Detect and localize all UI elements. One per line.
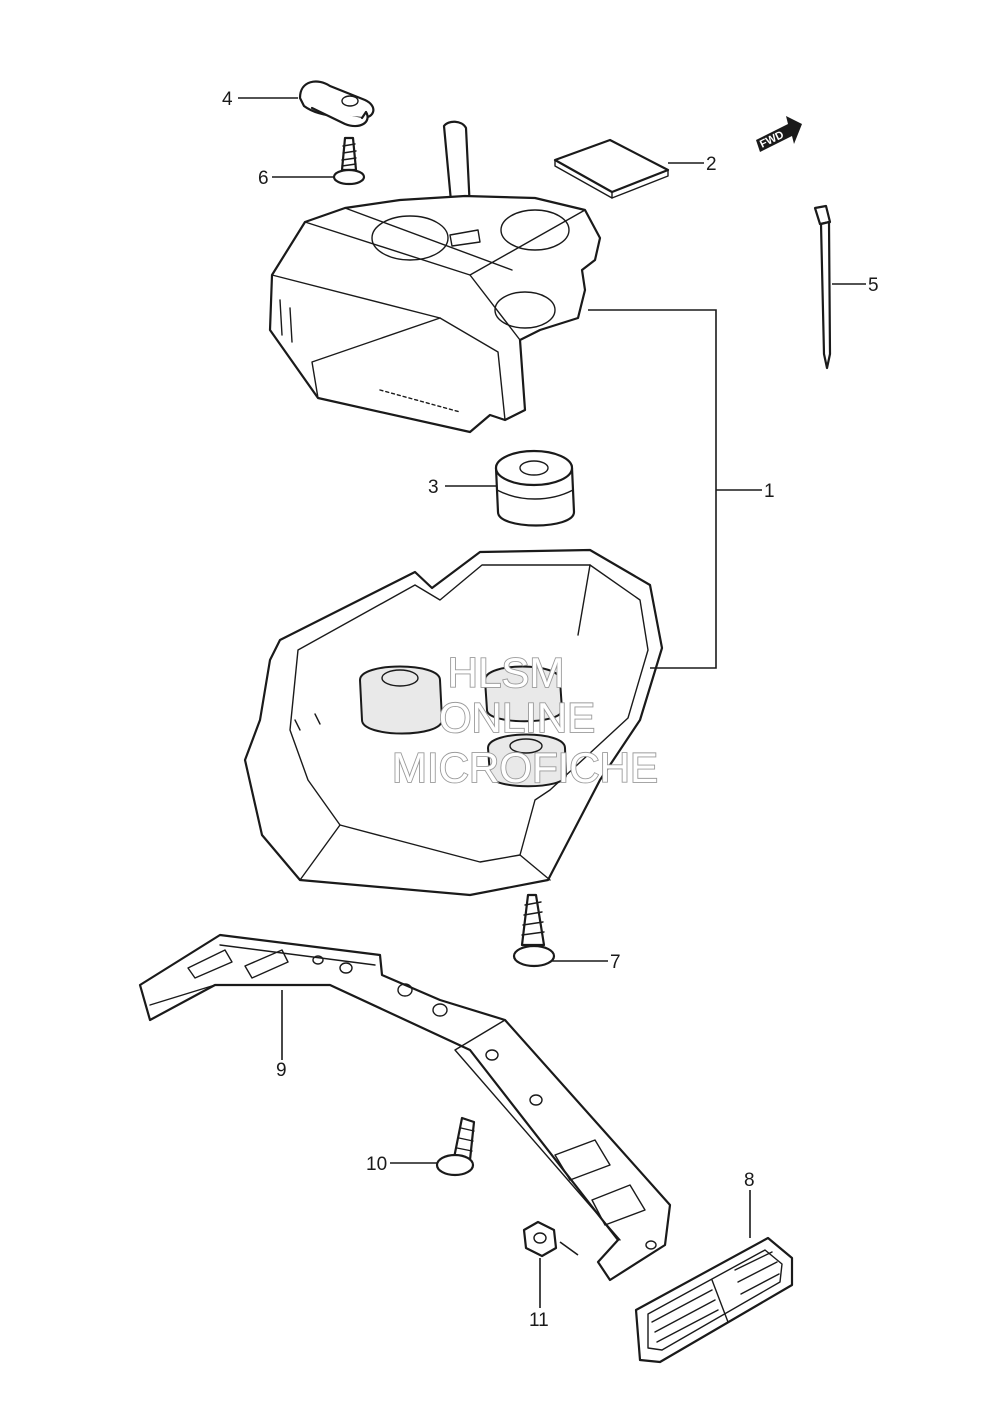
watermark-line-1: HLSM [448,649,565,696]
screw-part-6 [332,136,366,186]
reflector-part-8 [634,1236,794,1364]
bolt-part-10 [435,1116,476,1177]
grommet-part-3 [494,449,576,527]
callout-7: 7 [610,952,621,973]
callout-3: 3 [428,477,439,498]
rear-fender-cowl [243,548,664,897]
screw-part-7 [512,893,556,968]
forward-direction-marker: FWD [756,116,802,152]
bracket-part-9 [138,933,672,1282]
nut-part-11 [522,1220,579,1258]
cable-clamp-part-4 [298,80,375,128]
watermark-line-2: ONLINE [439,694,595,741]
callout-2: 2 [706,154,717,175]
callout-9: 9 [276,1060,287,1081]
tail-light-housing [268,120,602,434]
watermark: HLSM ONLINE MICROFICHE [391,648,659,792]
leader-lines [238,97,866,1308]
callout-8: 8 [744,1170,755,1191]
callout-6: 6 [258,168,269,189]
fwd-label: FWD [758,129,786,151]
callout-1: 1 [764,481,775,502]
callout-5: 5 [868,275,879,296]
callout-11: 11 [529,1310,549,1331]
pad-part-2 [553,138,670,199]
callout-numbers: 1 2 3 4 5 6 7 8 9 10 11 [222,89,879,1331]
cable-tie-part-5 [813,204,832,370]
callout-10: 10 [366,1154,387,1175]
callout-4: 4 [222,89,233,110]
watermark-line-3: MICROFICHE [392,744,658,791]
